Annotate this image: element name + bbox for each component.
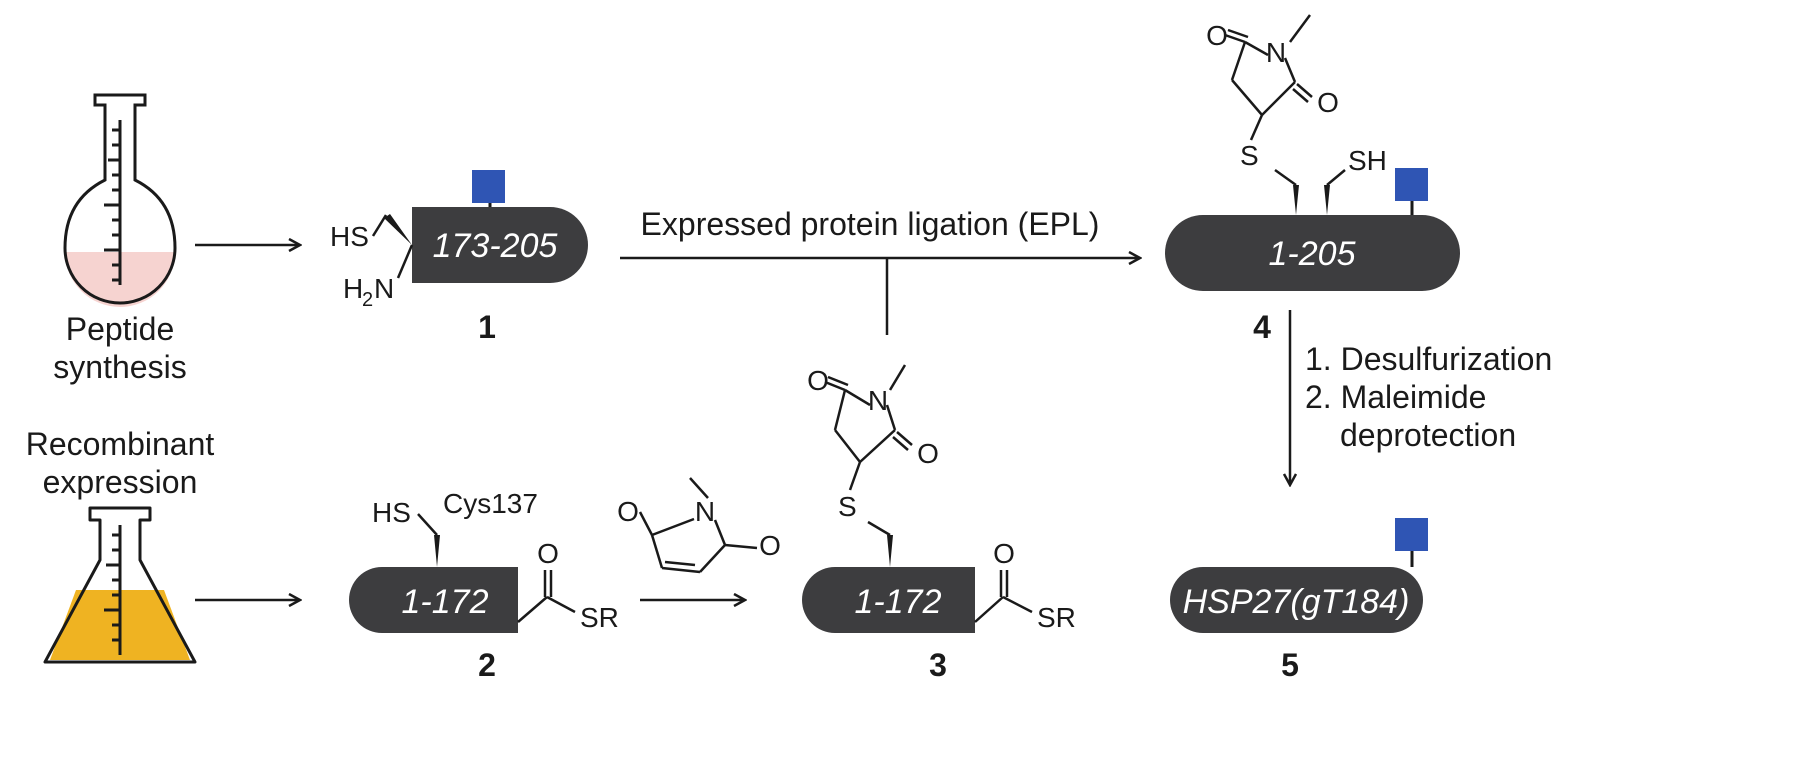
svg-text:O: O [617,496,639,527]
compound-5: HSP27(gT184) 5 [1170,518,1428,683]
svg-text:O: O [1206,20,1228,51]
svg-text:N: N [374,273,394,304]
recombinant-label-2: expression [43,464,198,500]
sh-atom-4: SH [1348,145,1387,176]
round-flask-icon [63,93,177,307]
erlenmeyer-flask-icon [43,506,197,664]
sr-atom-2: SR [580,602,619,633]
hs-atom-1: HS [330,221,369,252]
s-atom-3: S [838,491,857,522]
peptide-synthesis-label-2: synthesis [53,349,186,385]
pill-4-label: 1-205 [1269,235,1356,273]
s-atom-4: S [1240,140,1259,171]
svg-text:N: N [695,496,715,527]
svg-text:N: N [868,385,888,416]
cys137-label: Cys137 [443,488,538,519]
pill-1-label: 173-205 [433,227,558,265]
step1-label: 1. Desulfurization [1305,341,1552,377]
step2b-label: deprotection [1340,417,1516,453]
pill-5-label: HSP27(gT184) [1183,583,1410,621]
pill-3-label: 1-172 [855,583,942,621]
compound-2: 1-172 HS Cys137 O SR 2 [349,488,619,683]
compound-number-1: 1 [478,309,496,345]
svg-text:2: 2 [362,289,373,311]
compound-number-2: 2 [478,647,496,683]
svg-text:O: O [1317,87,1339,118]
glycan-square-5 [1395,518,1428,551]
sr-atom-3: SR [1037,602,1076,633]
compound-4: 1-205 S SH O N O 4 [1165,14,1460,345]
glycan-square-1 [472,170,505,203]
glycan-square-4 [1395,168,1428,201]
svg-text:N: N [1266,37,1286,68]
compound-number-5: 5 [1281,647,1299,683]
svg-text:O: O [537,538,559,569]
compound-3: 1-172 S O N O O SR 3 [802,364,1076,683]
peptide-synthesis-label: Peptide [66,311,175,347]
svg-text:O: O [917,438,939,469]
compound-1: 173-205 HS H 2 N 1 [330,170,588,345]
step2-label: 2. Maleimide [1305,379,1486,415]
epl-label: Expressed protein ligation (EPL) [641,206,1100,242]
hs-atom-2: HS [372,497,411,528]
pill-2-label: 1-172 [402,583,489,621]
compound-number-4: 4 [1253,309,1271,345]
svg-text:H: H [343,273,363,304]
svg-text:O: O [993,538,1015,569]
recombinant-label: Recombinant [26,426,215,462]
svg-text:O: O [759,530,781,561]
maleimide-reagent: O N O [617,477,781,574]
svg-text:O: O [807,365,829,396]
compound-number-3: 3 [929,647,947,683]
